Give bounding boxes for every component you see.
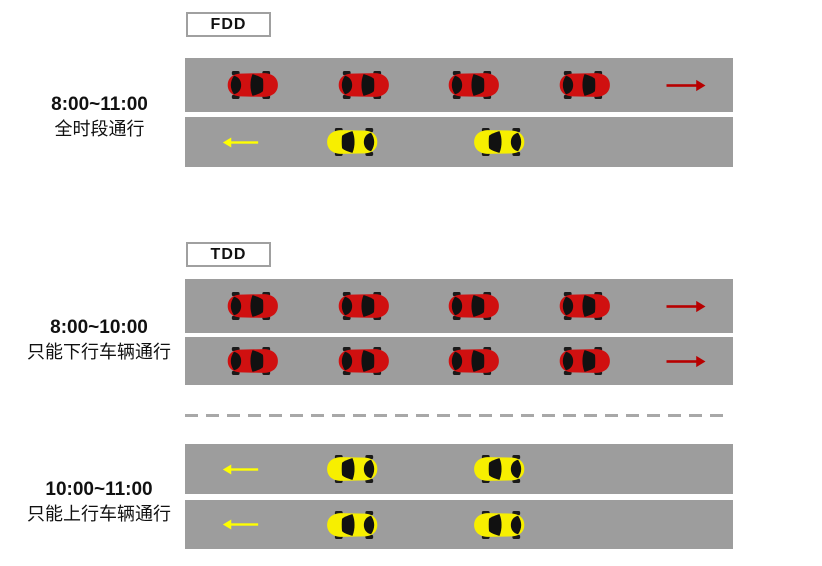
tdd-phase1-caption-label: 只能下行车辆通行 xyxy=(27,342,171,362)
red-car xyxy=(223,346,280,376)
yellow-car xyxy=(325,454,382,484)
tdd-phase2-time-label: 10:00~11:00 xyxy=(45,479,153,500)
tdd-badge: TDD xyxy=(186,242,271,267)
red-car xyxy=(334,70,391,100)
right-arrow-icon xyxy=(666,355,706,367)
red-car xyxy=(334,291,391,321)
red-car-icon xyxy=(559,292,610,320)
red-car-icon xyxy=(448,347,499,375)
red-car-icon xyxy=(227,71,278,99)
tdd-uplink-lane-2 xyxy=(185,500,733,549)
right-arrow-icon xyxy=(666,300,706,312)
tdd-phase1-time-label: 8:00~10:00 xyxy=(50,317,148,338)
red-car-icon xyxy=(448,71,499,99)
yellow-car xyxy=(472,454,529,484)
yellow-car xyxy=(472,127,529,157)
left-arrow-icon xyxy=(222,463,259,475)
left-arrow-icon xyxy=(222,136,259,148)
red-car-icon xyxy=(227,347,278,375)
tdd-downlink-lane-1 xyxy=(185,279,733,333)
yellow-car-icon xyxy=(327,510,378,539)
red-car xyxy=(223,291,280,321)
fdd-caption-label: 全时段通行 xyxy=(54,119,145,139)
yellow-car-icon xyxy=(474,510,525,539)
red-car-icon xyxy=(338,347,389,375)
red-car xyxy=(444,346,501,376)
tdd-downlink-lane-2 xyxy=(185,337,733,385)
right-arrow-icon xyxy=(666,79,706,91)
fdd-badge-label: FDD xyxy=(210,15,247,33)
red-car-icon xyxy=(227,292,278,320)
yellow-car xyxy=(325,510,382,540)
fdd-badge: FDD xyxy=(186,12,271,37)
red-car-icon xyxy=(448,292,499,320)
left-arrow xyxy=(222,136,259,149)
yellow-car-icon xyxy=(327,128,378,156)
red-car xyxy=(444,291,501,321)
yellow-car xyxy=(325,127,382,157)
right-arrow xyxy=(665,300,707,313)
red-car-icon xyxy=(338,71,389,99)
fdd-downlink-lane xyxy=(185,58,733,112)
red-car xyxy=(444,70,501,100)
tdd-uplink-lane-1 xyxy=(185,444,733,494)
left-arrow xyxy=(222,518,259,531)
yellow-car xyxy=(472,510,529,540)
fdd-label-block: 8:00~11:00 全时段通行 xyxy=(22,92,177,141)
red-car xyxy=(555,70,612,100)
right-arrow xyxy=(665,355,707,368)
red-car xyxy=(555,291,612,321)
tdd-phase2-label-block: 10:00~11:00 只能上行车辆通行 xyxy=(11,477,187,526)
red-car xyxy=(555,346,612,376)
yellow-car-icon xyxy=(474,128,525,156)
left-arrow-icon xyxy=(222,519,259,530)
fdd-uplink-lane xyxy=(185,117,733,167)
red-car xyxy=(223,70,280,100)
yellow-car-icon xyxy=(327,455,378,483)
left-arrow xyxy=(222,463,259,476)
red-car xyxy=(334,346,391,376)
right-arrow xyxy=(665,79,707,92)
red-car-icon xyxy=(338,292,389,320)
tdd-phase1-label-block: 8:00~10:00 只能下行车辆通行 xyxy=(11,315,187,364)
fdd-time-label: 8:00~11:00 xyxy=(51,94,148,115)
tdd-badge-label: TDD xyxy=(210,245,247,263)
red-car-icon xyxy=(559,347,610,375)
tdd-phase2-caption-label: 只能上行车辆通行 xyxy=(27,504,171,524)
red-car-icon xyxy=(559,71,610,99)
yellow-car-icon xyxy=(474,455,525,483)
time-slot-dashed-divider xyxy=(185,414,731,417)
